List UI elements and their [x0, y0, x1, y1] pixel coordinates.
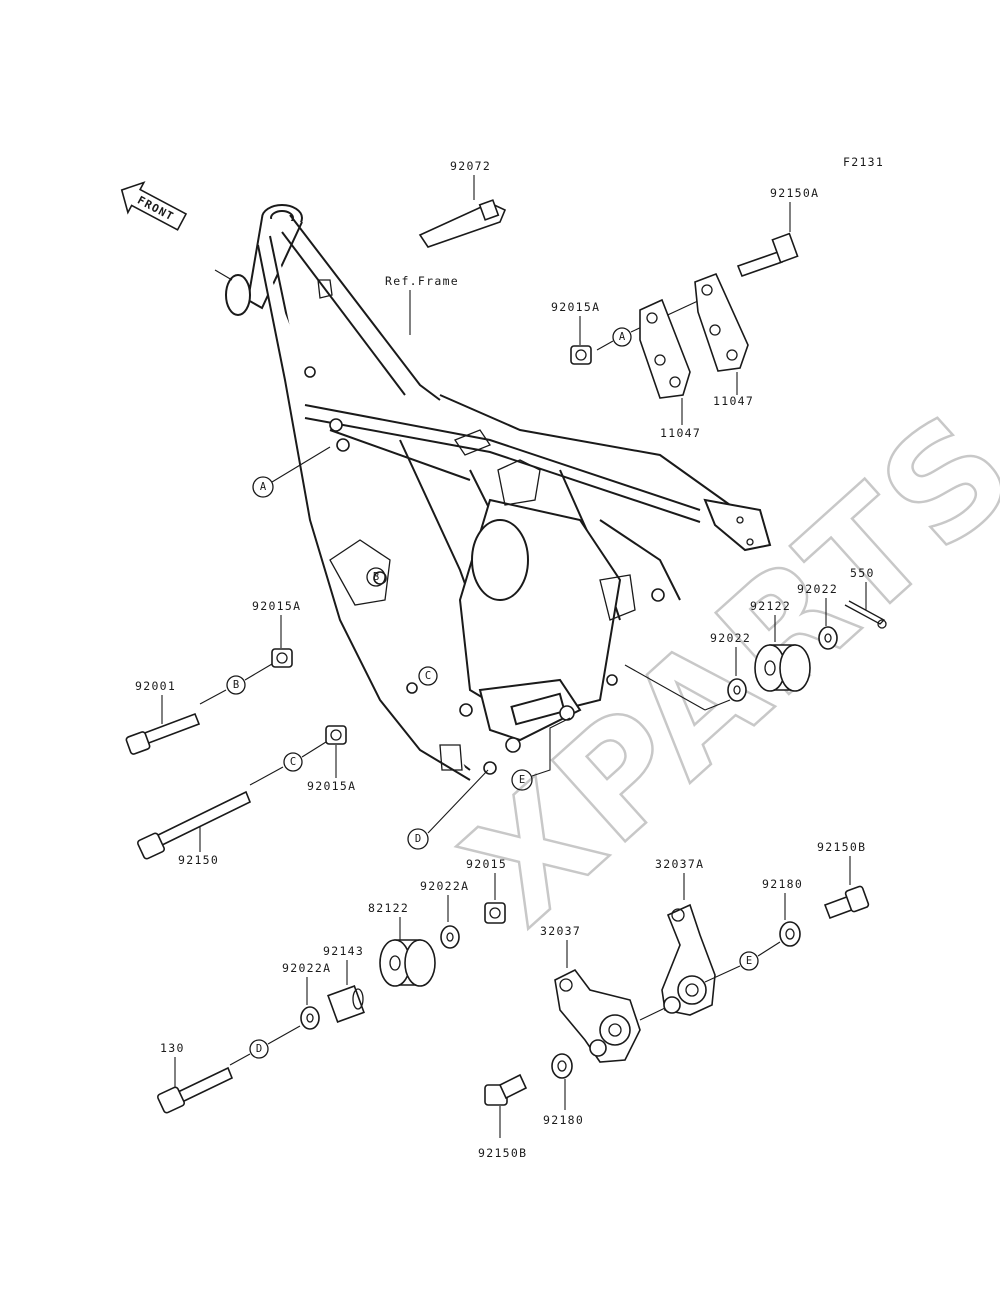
- label-92180-bottom: 92180: [543, 1113, 584, 1127]
- callout-b-frame: B: [366, 567, 386, 587]
- label-11047-right: 11047: [713, 394, 754, 408]
- part-550: 550: [844, 566, 887, 629]
- part-92022a-top: 92022A: [420, 879, 469, 949]
- part-92150a-top: 92150A: [736, 186, 819, 278]
- label-92015-bottom: 92015: [466, 857, 507, 871]
- part-92143: 92143: [323, 944, 365, 1023]
- part-92150b-right: 92150B: [817, 840, 870, 920]
- part-92015a-c: 92015A: [307, 725, 356, 793]
- label-82122: 82122: [368, 901, 409, 915]
- diagram-code: F2131: [843, 155, 884, 169]
- part-130: 130: [156, 1041, 234, 1114]
- callout-d-bottom: D: [229, 1025, 301, 1066]
- part-11047-right: 11047: [694, 272, 754, 408]
- label-32037a: 32037A: [655, 857, 704, 871]
- part-82122: 82122: [368, 901, 436, 987]
- label-92001: 92001: [135, 679, 176, 693]
- callout-c-frame: C: [418, 666, 438, 686]
- label-92122-right: 92122: [750, 599, 791, 613]
- part-92180-bottom: 92180: [543, 1053, 584, 1127]
- svg-text:E: E: [519, 774, 525, 786]
- part-92180-right: 92180: [762, 877, 803, 947]
- part-92015-bottom: 92015: [466, 857, 507, 924]
- callout-c-left: C: [249, 741, 327, 786]
- callout-d-frame: D: [407, 769, 489, 850]
- label-11047-left: 11047: [660, 426, 701, 440]
- svg-text:B: B: [373, 571, 379, 583]
- part-92015a-b: 92015A: [252, 599, 301, 668]
- label-92150: 92150: [178, 853, 219, 867]
- label-130: 130: [160, 1041, 185, 1055]
- svg-text:D: D: [256, 1043, 262, 1055]
- part-92015a-top: 92015A: [551, 300, 600, 365]
- label-92015a-top: 92015A: [551, 300, 600, 314]
- svg-text:E: E: [746, 955, 752, 967]
- part-92022-right: 92022: [797, 582, 838, 650]
- svg-text:B: B: [233, 679, 239, 691]
- label-92150a-top: 92150A: [770, 186, 819, 200]
- part-92150: 92150: [136, 790, 252, 867]
- label-92150b-right: 92150B: [817, 840, 866, 854]
- label-550: 550: [850, 566, 875, 580]
- motorcycle-frame: [214, 204, 772, 781]
- svg-text:A: A: [260, 481, 267, 493]
- callout-e-bottom: E: [704, 941, 781, 983]
- label-92143: 92143: [323, 944, 364, 958]
- part-92072: 92072: [418, 159, 507, 248]
- label-32037: 32037: [540, 924, 581, 938]
- part-92122-right: 92122: [750, 599, 811, 692]
- part-92022a-bottom: 92022A: [282, 961, 331, 1030]
- svg-text:A: A: [619, 331, 626, 343]
- label-92180-right: 92180: [762, 877, 803, 891]
- label-92072: 92072: [450, 159, 491, 173]
- label-92015a-c: 92015A: [307, 779, 356, 793]
- label-92022-right: 92022: [797, 582, 838, 596]
- label-92022a-top: 92022A: [420, 879, 469, 893]
- svg-text:D: D: [415, 833, 421, 845]
- callout-b-left: B: [199, 663, 273, 705]
- label-92022a-bottom: 92022A: [282, 961, 331, 975]
- part-32037: 32037: [540, 924, 666, 1063]
- part-92022-left: 92022: [710, 631, 751, 702]
- part-32037a: 32037A: [655, 857, 716, 1016]
- part-92150b-bottom: 92150B: [478, 1073, 528, 1160]
- label-92022-left: 92022: [710, 631, 751, 645]
- label-92015a-b: 92015A: [252, 599, 301, 613]
- label-92150b-bottom: 92150B: [478, 1146, 527, 1160]
- part-11047-left: 11047: [639, 298, 701, 440]
- callout-e-frame: E: [511, 717, 571, 791]
- front-arrow-icon: FRONT: [120, 181, 188, 231]
- callout-a-frame: A: [252, 446, 331, 498]
- part-92001: 92001: [125, 679, 201, 755]
- svg-text:C: C: [425, 670, 431, 682]
- ref-frame-label: Ref.Frame: [385, 274, 459, 288]
- svg-text:C: C: [290, 756, 296, 768]
